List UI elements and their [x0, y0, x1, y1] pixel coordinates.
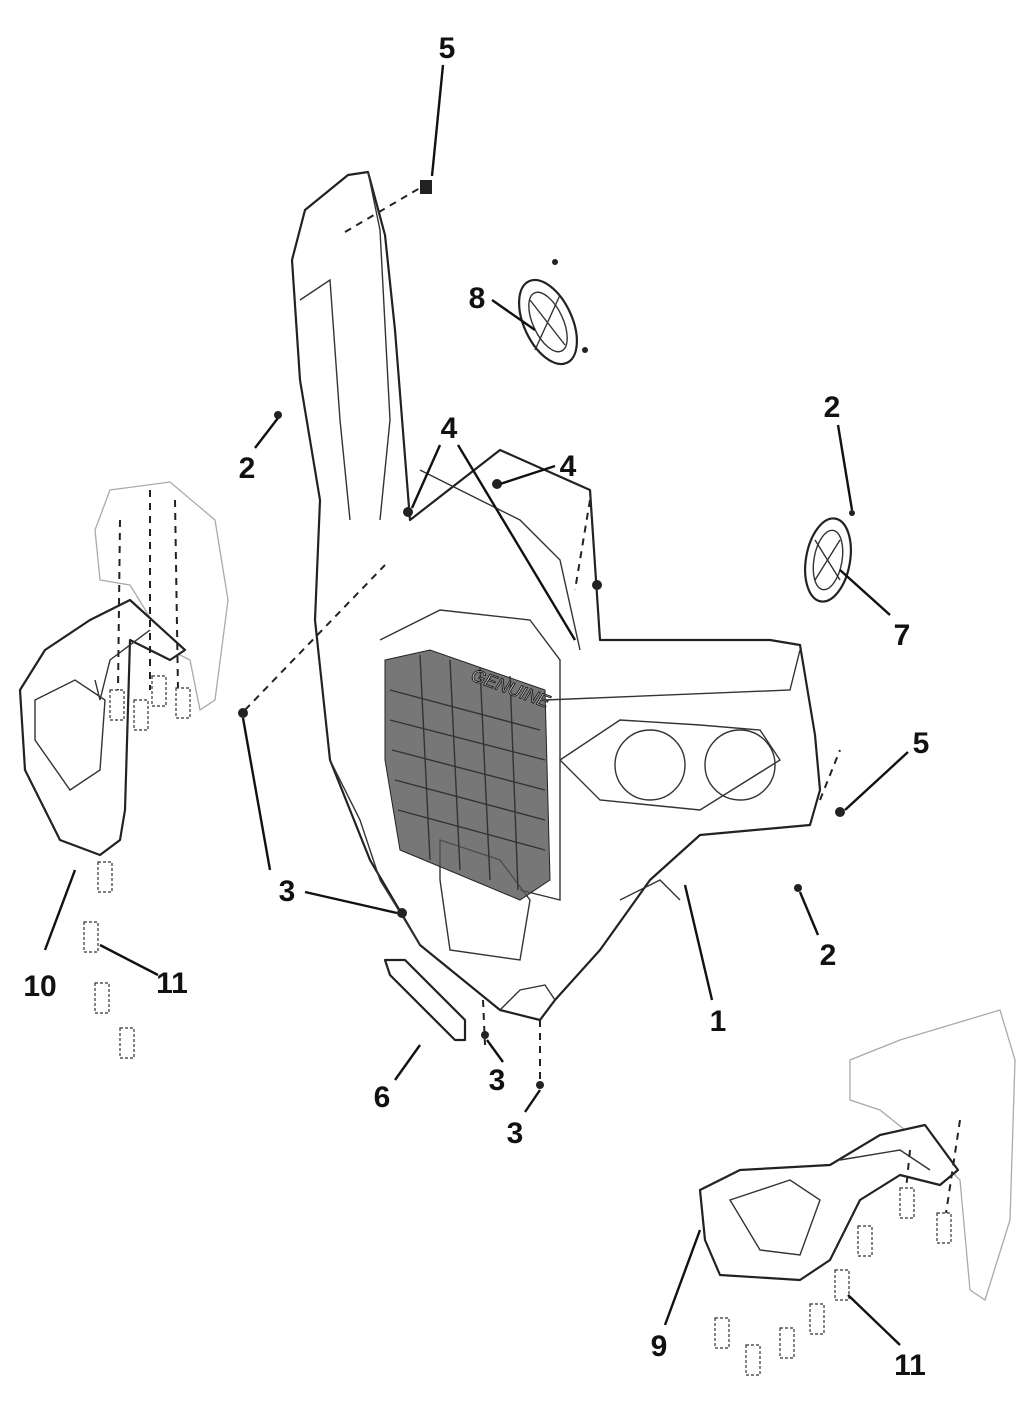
callout-3: 3	[507, 1117, 524, 1150]
left-fender-outline	[94, 481, 229, 712]
callout-1: 1	[710, 1005, 727, 1038]
callout-3: 3	[489, 1064, 506, 1097]
callout-2: 2	[820, 939, 837, 972]
clips-part-11	[83, 675, 952, 1376]
callouts: 5 8 2 4 4 2 7 5 3 2 1 10 11 6 3 3 9 11	[23, 32, 929, 1382]
callout-9: 9	[651, 1330, 668, 1363]
callout-2: 2	[824, 391, 841, 424]
callout-2: 2	[239, 452, 256, 485]
callout-10: 10	[23, 970, 56, 1003]
license-plate-bracket-part-6	[383, 958, 467, 1042]
callout-5: 5	[913, 727, 930, 760]
callout-5: 5	[439, 32, 456, 65]
right-side-guard-part-9	[698, 1123, 960, 1282]
callout-7: 7	[894, 619, 911, 652]
fasteners	[238, 180, 845, 1089]
callout-11: 11	[894, 1349, 926, 1382]
callout-4: 4	[560, 450, 577, 483]
headlight-bracket-part-8	[518, 259, 588, 366]
headlight-bracket-part-7	[804, 510, 855, 603]
callout-6: 6	[374, 1081, 391, 1114]
left-side-guard-part-10	[18, 598, 187, 857]
callout-4: 4	[441, 412, 458, 445]
callout-11: 11	[156, 967, 188, 1000]
front-bumper-part-1: GENUINE	[290, 170, 822, 1022]
callout-8: 8	[469, 282, 486, 315]
grille	[384, 649, 551, 901]
right-fender-outline	[849, 1009, 1016, 1302]
leader-lines	[43, 64, 909, 1346]
callout-3: 3	[279, 875, 296, 908]
